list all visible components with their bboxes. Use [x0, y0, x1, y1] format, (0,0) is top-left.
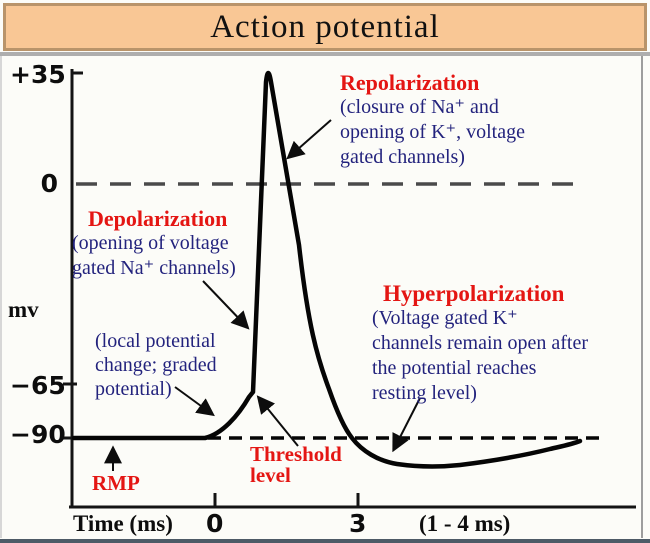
local-potential-note: (local potential change; graded potentia…	[95, 329, 217, 401]
hyperpolarization-note-line3: the potential reaches	[372, 357, 537, 379]
depolarization-note-line2: gated Na⁺ channels)	[72, 257, 236, 279]
repolarization-arrow	[286, 119, 332, 160]
x-axis-title: Time (ms)	[73, 511, 173, 536]
x-axis-range-note: (1 - 4 ms)	[419, 511, 511, 536]
depolarization-arrow	[202, 280, 250, 330]
y-label-plus35: +35	[10, 60, 66, 89]
bottom-border	[0, 539, 650, 543]
y-label-zero: 0	[40, 169, 58, 198]
x-label-0: 0	[206, 509, 224, 538]
right-border	[641, 56, 643, 538]
repolarization-note-line1: (closure of Na⁺ and	[340, 96, 499, 118]
repolarization-note-line2: opening of K⁺, voltage	[340, 121, 525, 143]
depolarization-note-line1: (opening of voltage	[72, 232, 229, 254]
threshold-label-line1: Threshold	[250, 442, 342, 466]
hyperpolarization-title: Hyperpolarization	[383, 281, 565, 306]
rmp-label: RMP	[92, 471, 140, 495]
membrane-potential-curve	[71, 70, 583, 469]
hyperpolarization-note-line4: resting level)	[372, 382, 477, 404]
x-label-3: 3	[349, 509, 367, 538]
page-title: Action potential	[210, 8, 440, 45]
local-potential-line3: potential)	[95, 378, 172, 400]
depolarization-note: (opening of voltage gated Na⁺ channels)	[72, 231, 236, 281]
hyperpolarization-note-line2: channels remain open after	[372, 332, 589, 354]
local-potential-line1: (local potential	[95, 330, 216, 352]
threshold-label: Threshold level	[250, 444, 342, 486]
threshold-arrow	[256, 395, 299, 447]
left-border	[0, 56, 2, 538]
threshold-label-line2: level	[250, 463, 291, 487]
y-label-minus65: −65	[10, 371, 66, 400]
hyperpolarization-arrow	[392, 397, 421, 453]
hyperpolarization-note: (Voltage gated K⁺ channels remain open a…	[372, 306, 588, 406]
hyperpolarization-note-line1: (Voltage gated K⁺	[372, 307, 518, 329]
y-label-minus90: −90	[10, 420, 66, 449]
depolarization-title: Depolarization	[88, 206, 228, 231]
header-shadow-divider	[0, 52, 650, 56]
repolarization-note-line3: gated channels)	[340, 146, 465, 168]
repolarization-title: Repolarization	[340, 70, 480, 95]
graded-potential-arrow	[174, 386, 215, 417]
repolarization-note: (closure of Na⁺ and opening of K⁺, volta…	[340, 95, 525, 170]
header-bar: Action potential	[3, 3, 647, 51]
y-axis-unit-label: mv	[8, 297, 39, 322]
local-potential-line2: change; graded	[95, 354, 217, 376]
